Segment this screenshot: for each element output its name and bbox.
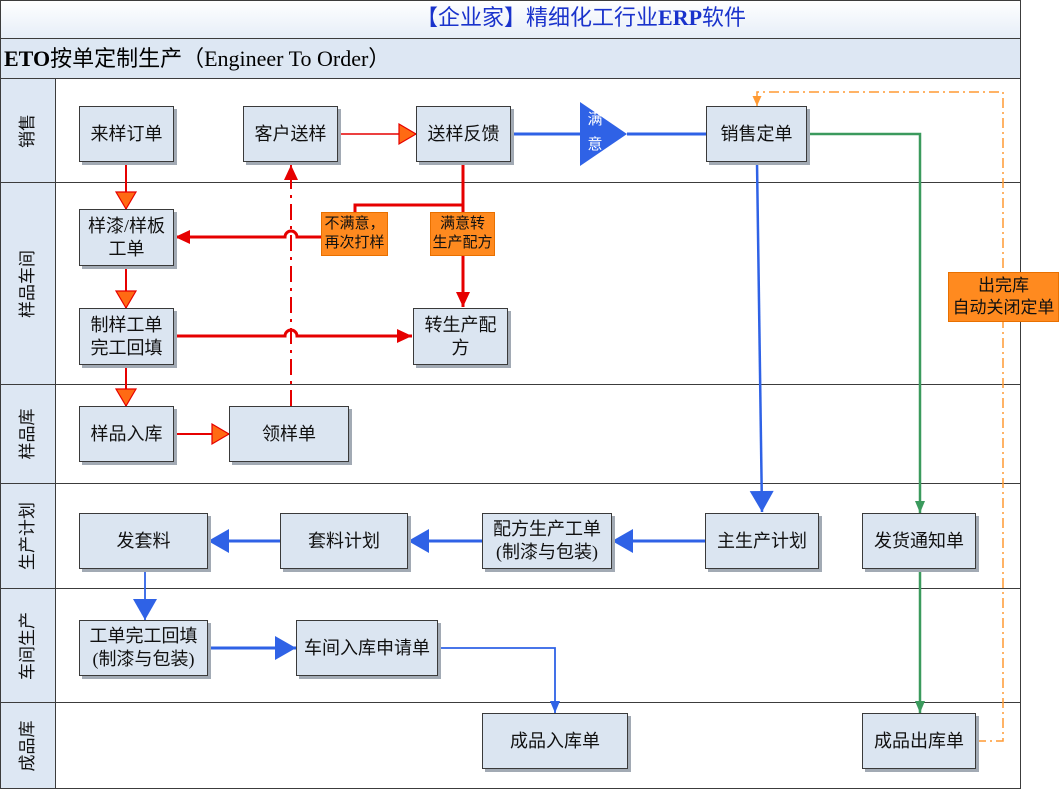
decision-label-line-1: 满: [587, 112, 603, 128]
note-line-1: 满意转: [439, 216, 485, 232]
node-label: 发套料: [116, 530, 171, 551]
lane-label-cell: 样品库: [0, 385, 56, 483]
node-sample-requisition: 领样单: [229, 406, 349, 462]
node-label-line-2: 工单: [108, 238, 145, 259]
node-sample-completion: 制样工单 完工回填: [79, 308, 174, 365]
lane-title: 车间生产: [17, 611, 37, 680]
node-finished-inbound: 成品入库单: [482, 713, 628, 769]
node-sample-order: 来样订单: [79, 106, 174, 162]
lane-label-cell: 车间生产: [0, 589, 56, 702]
node-master-plan: 主生产计划: [705, 513, 819, 569]
lane-title: 样品库: [17, 408, 37, 460]
lane-sample-warehouse: 样品库: [0, 385, 1021, 484]
node-label-line-1: 样漆/样板: [87, 215, 165, 236]
subtitle-eto: ETO: [4, 46, 51, 71]
lane-label-cell: 样品车间: [0, 183, 56, 384]
node-sample-inbound: 样品入库: [79, 406, 174, 462]
node-label: 成品入库单: [510, 730, 600, 751]
lane-finished-goods: 成品库: [0, 703, 1021, 789]
page-title: 【企业家】精细化工行业ERP软件: [416, 4, 746, 32]
node-customer-sample: 客户送样: [243, 106, 338, 162]
node-work-order-completion: 工单完工回填 (制漆与包装): [79, 620, 208, 676]
node-label-line-1: 转生产配: [424, 314, 497, 335]
subtitle-band: [0, 39, 1021, 79]
title-band: [0, 0, 1021, 39]
node-label: 来样订单: [90, 123, 163, 144]
node-label: 成品出库单: [874, 730, 964, 751]
title-erp: ERP: [658, 5, 703, 30]
node-label-line-2: (制漆与包装): [496, 542, 598, 562]
note-line-1: 出完库: [978, 276, 1029, 295]
node-to-production-formula: 转生产配 方: [413, 308, 508, 365]
node-label-line-2: 完工回填: [90, 337, 163, 358]
lane-title: 成品库: [17, 720, 37, 772]
node-label: 销售定单: [720, 123, 793, 144]
node-label-line-2: (制漆与包装): [92, 649, 195, 669]
node-label: 领样单: [262, 423, 316, 444]
node-sales-order: 销售定单: [706, 106, 807, 162]
node-label: 套料计划: [308, 530, 380, 551]
node-formula-work-order: 配方生产工单 (制漆与包装): [482, 513, 612, 569]
lane-title: 生产计划: [17, 502, 37, 570]
note-line-2: 再次打样: [324, 235, 385, 251]
note-line-1: 不满意，: [324, 216, 385, 232]
node-label-line-1: 制样工单: [90, 314, 163, 335]
node-delivery-notice: 发货通知单: [862, 513, 976, 569]
node-finished-outbound: 成品出库单: [862, 713, 976, 769]
node-issue-kit: 发套料: [79, 513, 208, 569]
lane-label-cell: 成品库: [0, 703, 56, 789]
lane-sample-workshop: 样品车间: [0, 183, 1021, 385]
lane-production-planning: 生产计划: [0, 484, 1021, 589]
lane-sales: 销售: [0, 79, 1021, 183]
title-text: 【企业家】精细化工行业: [416, 5, 659, 30]
node-label-line-1: 配方生产工单: [493, 519, 601, 539]
node-label: 客户送样: [254, 123, 327, 144]
node-kit-plan: 套料计划: [280, 513, 408, 569]
node-label: 送样反馈: [427, 123, 500, 144]
page-subtitle: ETO按单定制生产（Engineer To Order）: [4, 45, 390, 73]
node-label: 发货通知单: [874, 530, 964, 551]
node-label: 车间入库申请单: [304, 637, 430, 658]
lane-title: 销售: [17, 113, 37, 148]
title-suffix: 软件: [702, 5, 747, 30]
subtitle-text: 按单定制生产（Engineer To Order）: [50, 46, 391, 71]
note-auto-close-order: 出完库 自动关闭定单: [948, 272, 1059, 322]
node-label-line-1: 工单完工回填: [89, 626, 198, 646]
node-label: 主生产计划: [717, 530, 807, 551]
node-label-line-2: 方: [451, 337, 470, 358]
note-line-2: 生产配方: [432, 235, 493, 251]
lane-label-cell: 销售: [0, 79, 56, 182]
note-line-2: 自动关闭定单: [952, 298, 1055, 317]
node-workshop-inbound-request: 车间入库申请单: [296, 620, 438, 676]
note-satisfied-to-formula: 满意转 生产配方: [430, 212, 495, 256]
lane-label-cell: 生产计划: [0, 484, 56, 588]
node-label: 样品入库: [90, 423, 163, 444]
lane-title: 样品车间: [17, 249, 37, 318]
decision-label-line-2: 意: [587, 137, 603, 153]
node-sample-feedback: 送样反馈: [416, 106, 511, 162]
node-sample-work-order: 样漆/样板 工单: [79, 209, 174, 266]
note-unsatisfied-resample: 不满意， 再次打样: [321, 212, 388, 256]
